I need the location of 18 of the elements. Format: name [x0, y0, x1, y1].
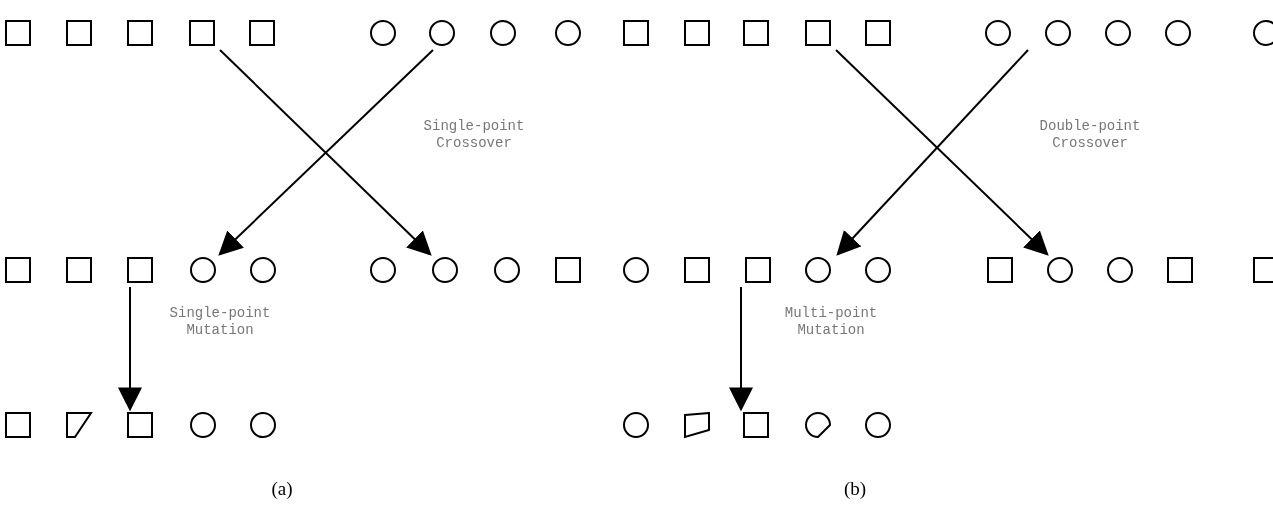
gene-row-drawing	[987, 257, 1273, 285]
edge-label: Multi-point Mutation	[783, 305, 879, 339]
gene-row-drawing	[5, 412, 276, 440]
gene-row-drawing	[5, 20, 275, 48]
method-label: Single-point Crossover	[422, 118, 526, 152]
gene-row-drawing	[623, 20, 891, 48]
edge-label: Single-point Mutation	[168, 305, 272, 339]
gene-row-drawing	[370, 20, 581, 48]
method-label: Double-point Crossover	[1038, 118, 1142, 152]
gene-row-drawing	[985, 20, 1273, 48]
gene-row-drawing	[370, 257, 581, 285]
gene-row-drawing	[623, 257, 891, 285]
arrow	[729, 286, 753, 412]
panel-label: (a)	[270, 478, 294, 500]
gene-row-drawing	[623, 412, 891, 440]
panel-label: (b)	[842, 478, 868, 500]
gene-row-drawing	[5, 257, 276, 285]
arrow	[118, 286, 142, 412]
